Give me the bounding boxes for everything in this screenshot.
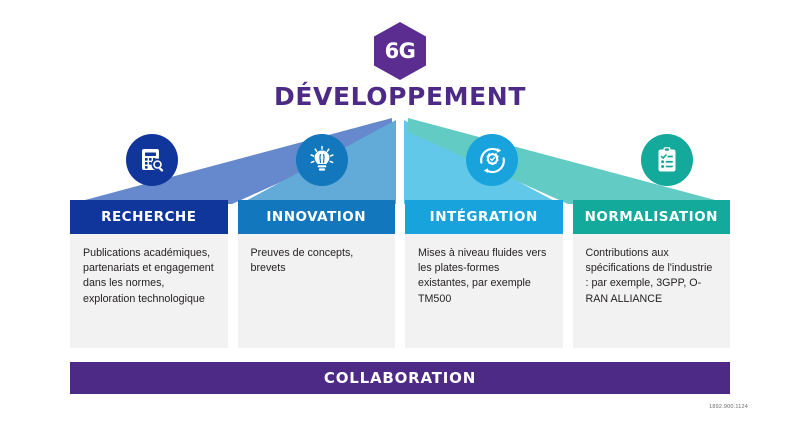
document-search-icon [126,134,178,186]
pillar-header-normalisation: NORMALISATION [572,200,730,234]
pillar-body-innovation: Preuves de concepts, brevets [237,234,395,348]
pillar-body-recherche: Publications académiques, partenariats e… [70,234,228,348]
logo-container: 6G [0,22,800,85]
pillar-normalisation: NORMALISATION Contributions aux spécific… [572,200,730,348]
collaboration-bar: COLLABORATION [70,362,730,394]
lightbulb-icon [296,134,348,186]
hexagon-logo: 6G [374,22,426,80]
pillar-recherche: RECHERCHE Publications académiques, part… [70,200,228,348]
clipboard-checklist-icon [641,134,693,186]
footer-reference-code: 1892.900.1124 [709,404,748,410]
pillar-header-integration: INTÉGRATION [405,200,563,234]
page-title: DÉVELOPPEMENT [273,82,526,111]
hexagon-logo-label: 6G [384,39,416,63]
pillar-body-normalisation: Contributions aux spécifications de l'in… [572,234,730,348]
pillar-body-integration: Mises à niveau fluides vers les plates-f… [405,234,563,348]
pillar-integration: INTÉGRATION Mises à niveau fluides vers … [405,200,563,348]
gear-sync-icon [466,134,518,186]
pillar-header-innovation: INNOVATION [237,200,395,234]
pillar-innovation: INNOVATION Preuves de concepts, brevets [237,200,395,348]
pillars-container: RECHERCHE Publications académiques, part… [70,200,730,348]
pillar-header-recherche: RECHERCHE [70,200,228,234]
